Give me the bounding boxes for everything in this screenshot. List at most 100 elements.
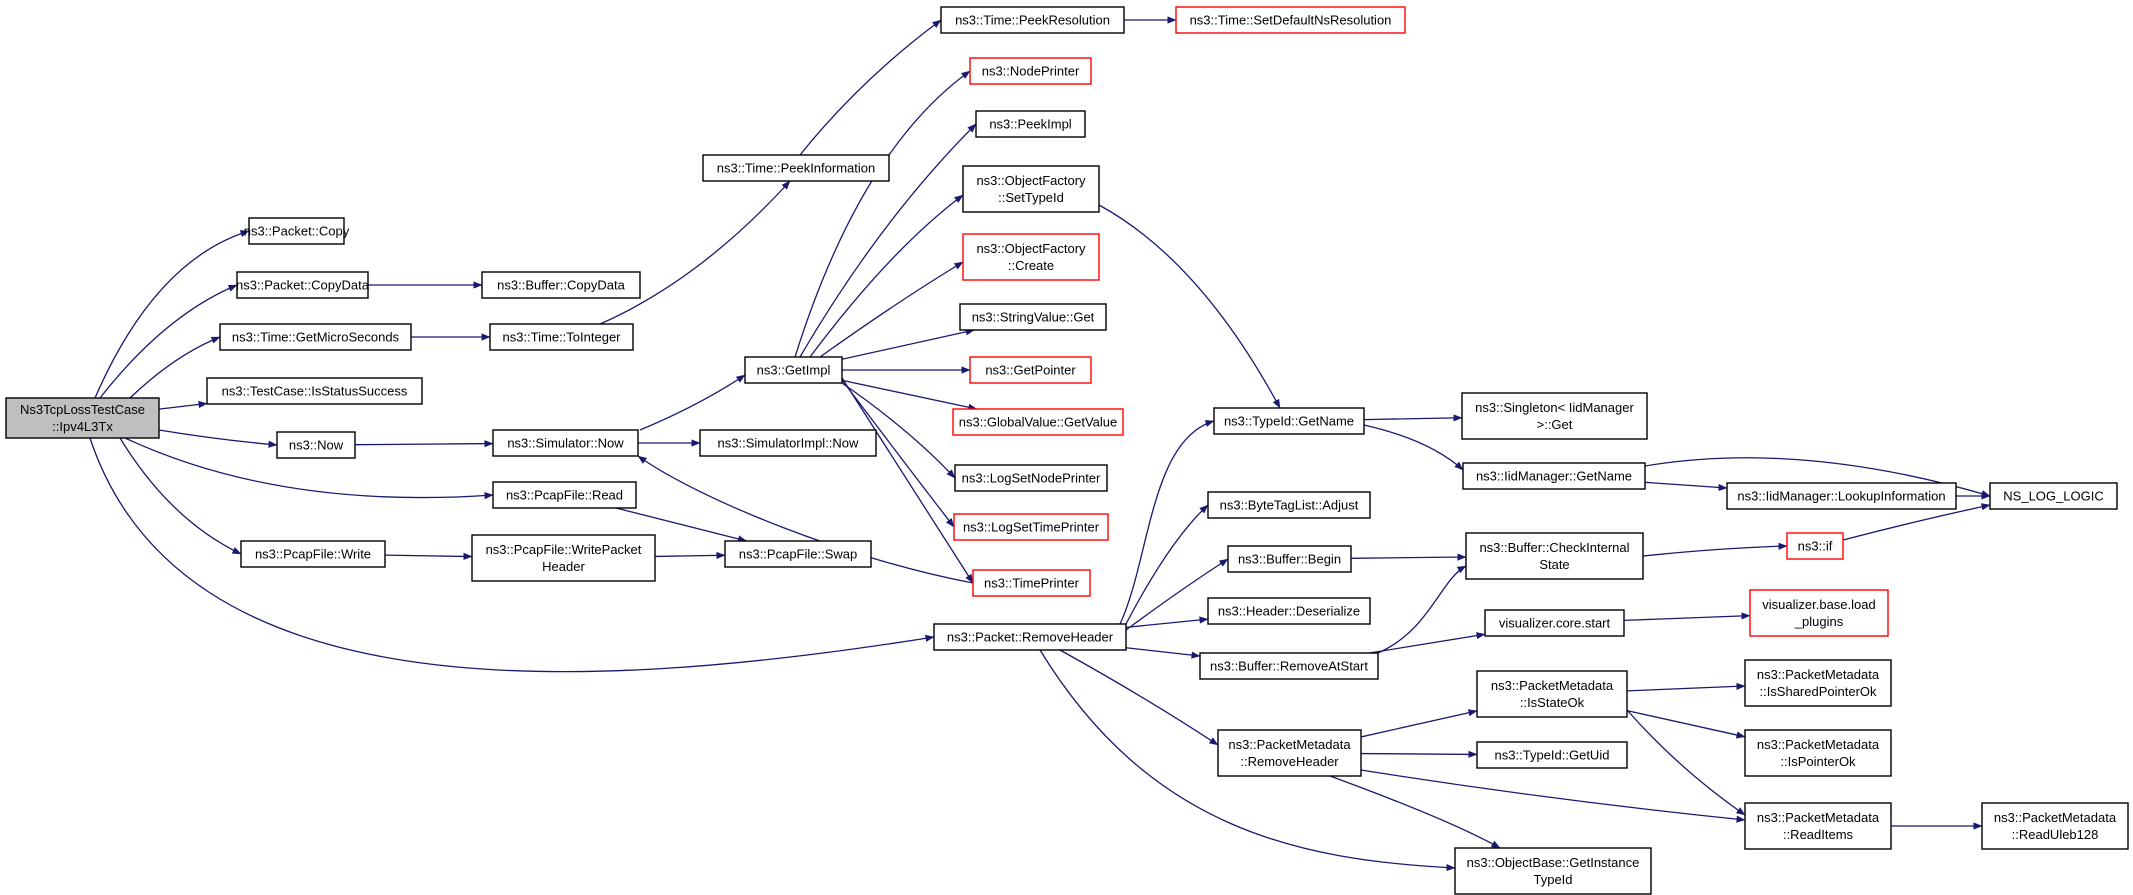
node-box[interactable] [1981,802,2129,850]
node-bremove[interactable]: ns3::Buffer::RemoveAtStart [1199,652,1379,680]
node-btladjust[interactable]: ns3::ByteTagList::Adjust [1207,491,1371,519]
node-simnow[interactable]: ns3::Simulator::Now [492,429,639,457]
node-now[interactable]: ns3::Now [276,431,356,459]
node-box[interactable] [954,464,1108,492]
node-box[interactable] [1786,532,1844,560]
node-simimplnow[interactable]: ns3::SimulatorImpl::Now [699,429,877,457]
node-toint[interactable]: ns3::Time::ToInteger [489,323,634,351]
node-box[interactable] [1207,597,1371,625]
node-nsif[interactable]: ns3::if [1786,532,1844,560]
node-box[interactable] [489,323,634,351]
node-box[interactable] [492,481,637,509]
node-box[interactable] [953,513,1109,541]
node-box[interactable] [1454,847,1652,895]
node-box[interactable] [952,408,1124,436]
node-pmread[interactable]: ns3::PacketMetadata::ReadItems [1744,802,1892,850]
node-pmshared[interactable]: ns3::PacketMetadata::IsSharedPointerOk [1744,659,1892,707]
node-box[interactable] [940,6,1125,34]
node-box[interactable] [1989,482,2118,510]
node-box[interactable] [1227,545,1352,573]
node-pmreaduleb[interactable]: ns3::PacketMetadata::ReadUleb128 [1981,802,2129,850]
node-peekres[interactable]: ns3::Time::PeekResolution [940,6,1125,34]
node-box[interactable] [206,377,423,405]
node-box[interactable] [1749,589,1889,637]
node-pswap[interactable]: ns3::PcapFile::Swap [724,540,872,568]
node-box[interactable] [1465,532,1644,580]
node-singleton[interactable]: ns3::Singleton< IidManager>::Get [1461,392,1648,440]
node-box[interactable] [219,323,412,351]
node-box[interactable] [276,431,356,459]
node-pcopy[interactable]: ns3::Packet::Copy [244,217,350,245]
node-box[interactable] [702,154,890,182]
node-iidlookup[interactable]: ns3::IidManager::LookupInformation [1726,482,1957,510]
node-box[interactable] [240,540,386,568]
node-vcstart[interactable]: visualizer.core.start [1484,609,1625,637]
node-box[interactable] [962,233,1100,281]
node-box[interactable] [1207,491,1371,519]
node-nslog[interactable]: NS_LOG_LOGIC [1989,482,2118,510]
node-box[interactable] [724,540,872,568]
node-box[interactable] [1175,6,1406,34]
node-box[interactable] [969,57,1092,85]
node-pmisptr[interactable]: ns3::PacketMetadata::IsPointerOk [1744,729,1892,777]
node-box[interactable] [248,217,345,245]
node-box[interactable] [1199,652,1379,680]
node-box[interactable] [1744,802,1892,850]
node-box[interactable] [492,429,639,457]
node-pread[interactable]: ns3::PcapFile::Read [492,481,637,509]
node-box[interactable] [972,569,1091,597]
node-box[interactable] [744,356,843,384]
node-box[interactable] [962,165,1100,213]
node-pwrite[interactable]: ns3::PcapFile::Write [240,540,386,568]
node-hdrdeser[interactable]: ns3::Header::Deserialize [1207,597,1371,625]
node-vbload[interactable]: visualizer.base.load_plugins [1749,589,1889,637]
node-bbegin[interactable]: ns3::Buffer::Begin [1227,545,1352,573]
node-prmhdr[interactable]: ns3::Packet::RemoveHeader [933,623,1127,651]
node-box[interactable] [236,271,369,299]
node-nodeprinter[interactable]: ns3::NodePrinter [969,57,1092,85]
node-box[interactable] [1213,407,1365,435]
node-box[interactable] [471,534,656,582]
node-gvget[interactable]: ns3::GlobalValue::GetValue [952,408,1124,436]
node-box[interactable] [699,429,877,457]
node-logsetnode[interactable]: ns3::LogSetNodePrinter [954,464,1108,492]
node-box[interactable] [1726,482,1957,510]
node-tidgetuid[interactable]: ns3::TypeId::GetUid [1476,741,1628,769]
node-timeprinter[interactable]: ns3::TimePrinter [972,569,1091,597]
node-box[interactable] [481,271,641,299]
node-box[interactable] [959,303,1107,331]
node-getimpl[interactable]: ns3::GetImpl [744,356,843,384]
node-box[interactable] [1744,729,1892,777]
node-box[interactable] [1462,462,1646,490]
node-setdefres[interactable]: ns3::Time::SetDefaultNsResolution [1175,6,1406,34]
node-logsettime[interactable]: ns3::LogSetTimePrinter [953,513,1109,541]
node-box[interactable] [1484,609,1625,637]
node-box[interactable] [1476,670,1628,718]
node-bcopydata[interactable]: ns3::Buffer::CopyData [481,271,641,299]
node-box[interactable] [5,397,160,439]
node-tidgetname[interactable]: ns3::TypeId::GetName [1213,407,1365,435]
node-getptr[interactable]: ns3::GetPointer [969,356,1092,384]
node-iidgetname[interactable]: ns3::IidManager::GetName [1462,462,1646,490]
node-box[interactable] [1461,392,1648,440]
node-pmisstate[interactable]: ns3::PacketMetadata::IsStateOk [1476,670,1628,718]
node-box[interactable] [1476,741,1628,769]
node-pcopydata[interactable]: ns3::Packet::CopyData [236,271,370,299]
node-peekinfo[interactable]: ns3::Time::PeekInformation [702,154,890,182]
node-box[interactable] [975,110,1086,138]
node-ofsettype[interactable]: ns3::ObjectFactory::SetTypeId [962,165,1100,213]
node-root[interactable]: Ns3TcpLossTestCase::Ipv4L3Tx [5,397,160,439]
node-peekimpl[interactable]: ns3::PeekImpl [975,110,1086,138]
node-isstatus[interactable]: ns3::TestCase::IsStatusSuccess [206,377,423,405]
node-ofcreate[interactable]: ns3::ObjectFactory::Create [962,233,1100,281]
node-box[interactable] [969,356,1092,384]
node-pmrmhdr[interactable]: ns3::PacketMetadata::RemoveHeader [1217,729,1362,777]
node-box[interactable] [1744,659,1892,707]
node-box[interactable] [1217,729,1362,777]
node-box[interactable] [933,623,1127,651]
node-strget[interactable]: ns3::StringValue::Get [959,303,1107,331]
node-getmicro[interactable]: ns3::Time::GetMicroSeconds [219,323,412,351]
